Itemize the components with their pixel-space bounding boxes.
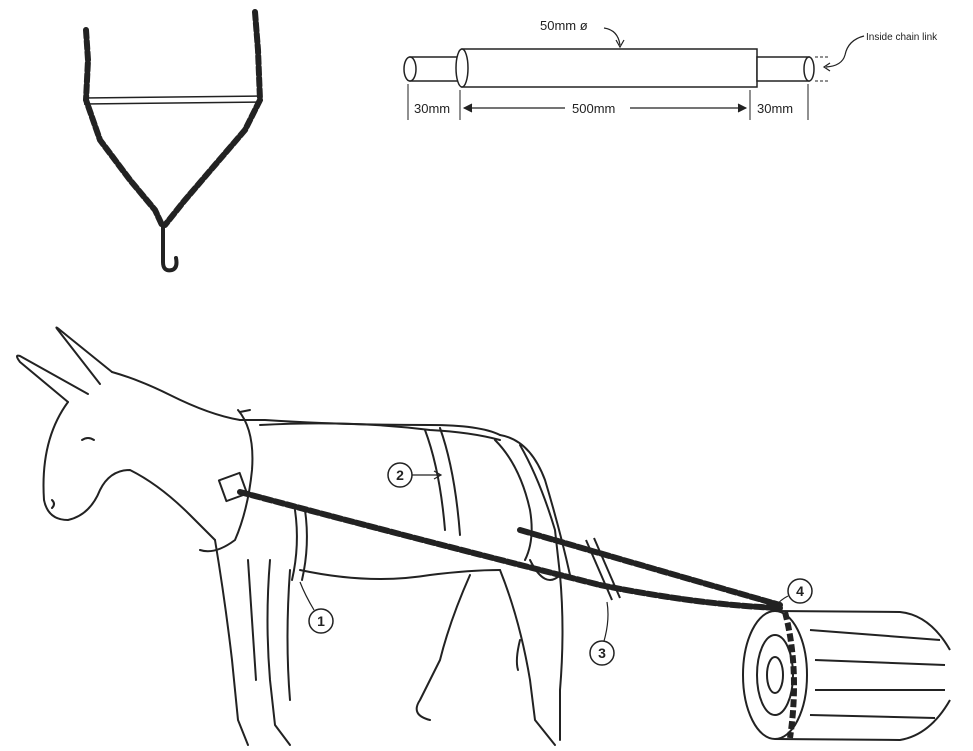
callout-4-label: 4 <box>796 583 804 599</box>
callout-1: 1 <box>300 582 333 633</box>
callout-3-label: 3 <box>598 645 606 661</box>
bar-dimension-figure: 50mm ø Inside chain link 30mm 500mm 30mm <box>404 18 938 120</box>
inside-chain-link-label: Inside chain link <box>866 32 938 43</box>
donkey-figure <box>17 328 570 746</box>
callout-3: 3 <box>590 602 614 665</box>
callout-2: 2 <box>388 463 441 487</box>
log-figure <box>743 611 950 740</box>
callout-1-label: 1 <box>317 613 325 629</box>
middle-dimension: 500mm <box>572 101 615 116</box>
chain-spreader-figure <box>84 12 262 270</box>
diameter-label: 50mm ø <box>540 18 588 33</box>
callout-4: 4 <box>776 579 812 606</box>
left-end-dimension: 30mm <box>414 101 450 116</box>
traction-chains <box>240 492 780 608</box>
callout-2-label: 2 <box>396 467 404 483</box>
right-end-dimension: 30mm <box>757 101 793 116</box>
